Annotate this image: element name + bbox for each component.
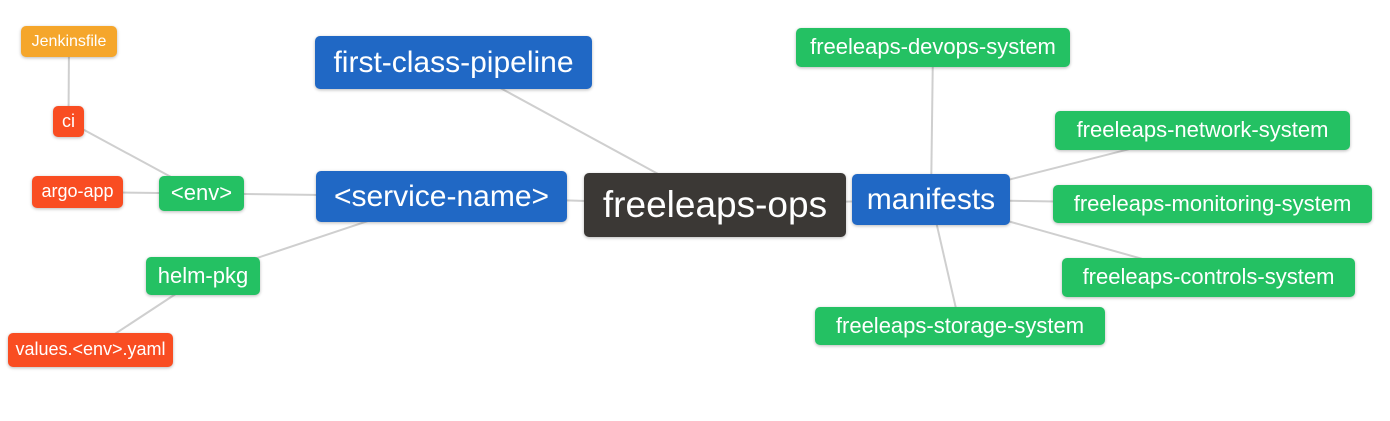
node-service-name[interactable]: <service-name> xyxy=(316,171,567,222)
node-first-class-pipeline[interactable]: first-class-pipeline xyxy=(315,36,592,89)
node-env[interactable]: <env> xyxy=(159,176,244,211)
node-values-env-yaml[interactable]: values.<env>.yaml xyxy=(8,333,173,367)
node-freeleaps-devops-system[interactable]: freeleaps-devops-system xyxy=(796,28,1070,67)
node-freeleaps-storage-system[interactable]: freeleaps-storage-system xyxy=(815,307,1105,345)
node-freeleaps-monitoring-system[interactable]: freeleaps-monitoring-system xyxy=(1053,185,1372,223)
node-freeleaps-network-system[interactable]: freeleaps-network-system xyxy=(1055,111,1350,150)
node-helm-pkg[interactable]: helm-pkg xyxy=(146,257,260,295)
node-argo-app[interactable]: argo-app xyxy=(32,176,123,208)
node-freeleaps-ops[interactable]: freeleaps-ops xyxy=(584,173,846,237)
node-freeleaps-controls-system[interactable]: freeleaps-controls-system xyxy=(1062,258,1355,297)
node-ci[interactable]: ci xyxy=(53,106,84,137)
node-jenkinsfile[interactable]: Jenkinsfile xyxy=(21,26,117,57)
node-manifests[interactable]: manifests xyxy=(852,174,1010,225)
